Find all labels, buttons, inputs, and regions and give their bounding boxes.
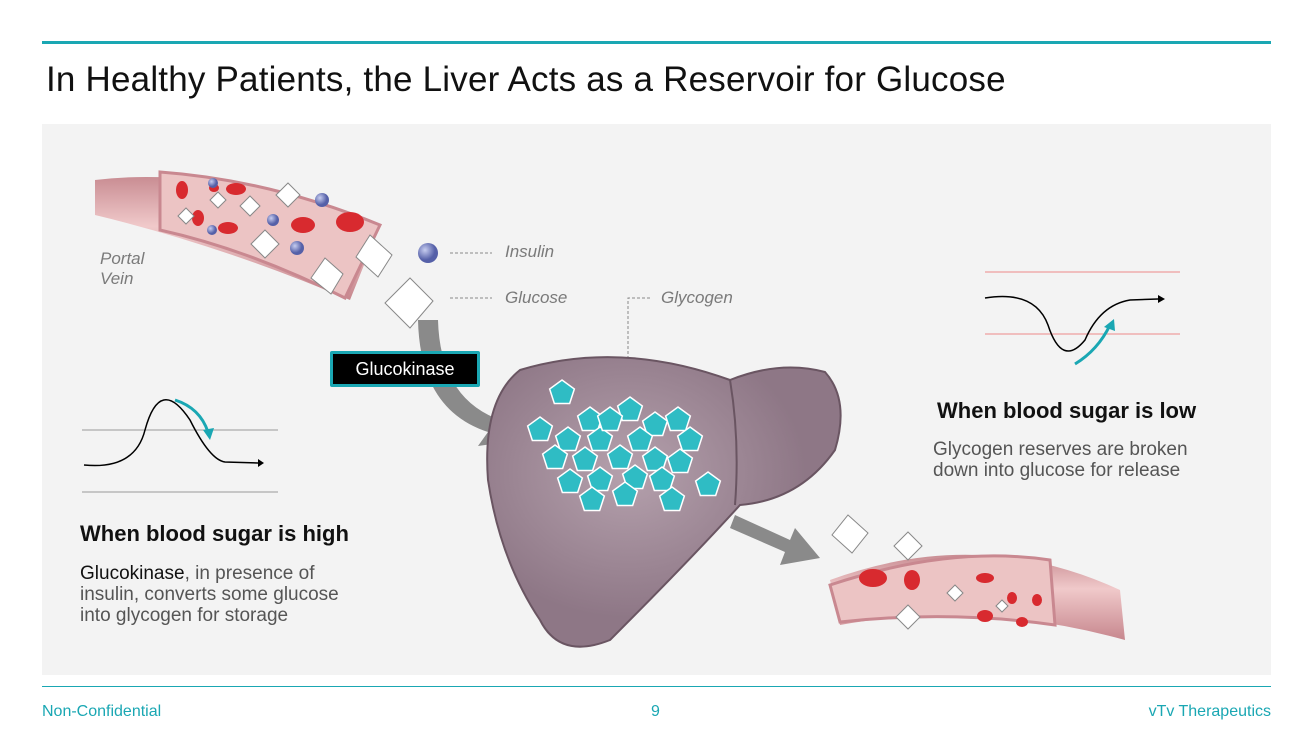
glycogen-granule-icon: [578, 486, 606, 512]
glycogen-granule-icon: [586, 426, 614, 452]
glycogen-cluster: [526, 379, 722, 512]
glucokinase-tag: Glucokinase: [330, 351, 480, 387]
glycogen-label: Glycogen: [661, 288, 733, 307]
low-sugar-curve-icon: [984, 271, 1180, 366]
portal-vein-label-line1: Portal: [100, 249, 145, 268]
low-desc-line2: down into glucose for release: [933, 460, 1181, 481]
portal-vein: [95, 170, 393, 301]
high-desc-line2: insulin, converts some glucose: [80, 584, 339, 605]
glycogen-granule-icon: [658, 486, 686, 512]
high-desc-line3: into glycogen for storage: [80, 605, 289, 626]
glycogen-granule-icon: [554, 426, 582, 452]
glycogen-granule-icon: [556, 468, 584, 494]
glycogen-granule-icon: [548, 379, 576, 405]
glycogen-granule-icon: [616, 396, 644, 422]
hepatic-vein: [828, 514, 1125, 640]
high-desc-line1: , in presence of: [184, 563, 315, 584]
label-leader-lines: [450, 252, 650, 380]
glucose-molecule-icon: [384, 277, 434, 329]
arrow-out-of-liver-icon: [730, 515, 820, 565]
glucokinase-term: Glucokinase: [80, 563, 185, 584]
insulin-molecule-icon: [418, 243, 438, 263]
insulin-label: Insulin: [505, 242, 555, 261]
glycogen-granule-icon: [666, 448, 694, 474]
low-sugar-description: Glycogen reserves are broken down into g…: [933, 439, 1188, 481]
high-sugar-heading: When blood sugar is high: [80, 521, 349, 546]
glucose-label: Glucose: [505, 288, 568, 307]
low-desc-line1: Glycogen reserves are broken: [933, 439, 1188, 460]
glycogen-granule-icon: [586, 466, 614, 492]
glycogen-granule-icon: [641, 446, 669, 472]
slide-title: In Healthy Patients, the Liver Acts as a…: [46, 60, 1006, 99]
glycogen-granule-icon: [626, 426, 654, 452]
footer-confidentiality: Non-Confidential: [42, 703, 162, 720]
glycogen-granule-icon: [611, 481, 639, 507]
page-number: 9: [651, 703, 660, 720]
footer-company: vTv Therapeutics: [1148, 703, 1271, 720]
top-rule: [42, 41, 1271, 44]
glycogen-granule-icon: [526, 416, 554, 442]
glycogen-granule-icon: [596, 406, 624, 432]
glycogen-granule-icon: [648, 466, 676, 492]
portal-vein-label-line2: Vein: [100, 269, 134, 288]
bottom-rule: [42, 686, 1271, 687]
glycogen-granule-icon: [694, 471, 722, 497]
high-sugar-description: Glucokinase, in presence of insulin, con…: [80, 563, 339, 626]
glycogen-granule-icon: [676, 426, 704, 452]
glycogen-granule-icon: [571, 446, 599, 472]
glycogen-granule-icon: [541, 444, 569, 470]
glycogen-granule-icon: [606, 444, 634, 470]
high-sugar-curve-icon: [82, 398, 278, 493]
glycogen-granule-icon: [664, 406, 692, 432]
glycogen-granule-icon: [641, 411, 669, 437]
low-sugar-heading: When blood sugar is low: [937, 398, 1197, 423]
